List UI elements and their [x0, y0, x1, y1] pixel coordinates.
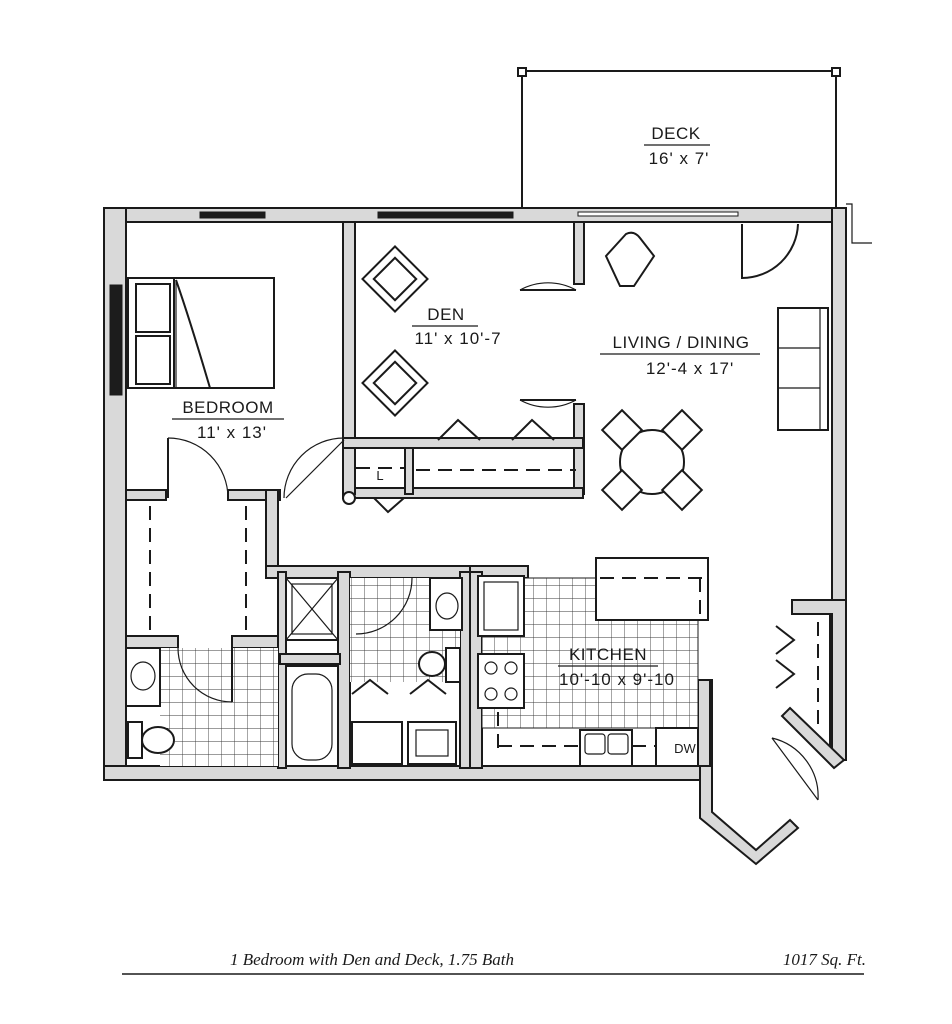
shower [285, 577, 339, 641]
room-labels: DECK 16' x 7' DEN 11' x 10'-7 LIVING / D… [172, 124, 760, 689]
bedroom-name: BEDROOM [182, 398, 273, 417]
toilet [127, 721, 175, 759]
stove [477, 653, 525, 709]
kitchen-area: DW [477, 557, 709, 767]
living-dining-area [600, 223, 829, 512]
bedroom-dimensions: 11' x 13' [197, 423, 267, 442]
den-dimensions: 11' x 10'-7 [414, 329, 501, 348]
bathtub [285, 665, 339, 767]
kitchen-dimensions: 10'-10 x 9'-10 [559, 670, 675, 689]
exterior-walls [103, 207, 847, 866]
living-dining-name: LIVING / DINING [613, 333, 750, 352]
bath-sink [125, 647, 161, 707]
bed [127, 277, 275, 389]
armchair [604, 231, 656, 287]
plan-caption: 1 Bedroom with Den and Deck, 1.75 Bath 1… [122, 950, 866, 975]
bath-sink [429, 577, 463, 631]
kitchen-sink [579, 729, 633, 767]
linen-closet-label: L [376, 468, 383, 483]
bedroom-area [127, 277, 345, 636]
den-area: L [342, 245, 577, 514]
toilet [418, 647, 461, 683]
den-name: DEN [427, 305, 464, 324]
sofa [777, 307, 829, 431]
living-dining-dimensions: 12'-4 x 17' [646, 359, 734, 378]
bathrooms [125, 577, 463, 767]
plan-description: 1 Bedroom with Den and Deck, 1.75 Bath [230, 950, 514, 969]
entry-area [771, 622, 819, 801]
dishwasher-label: DW [674, 741, 696, 756]
den-chair [361, 349, 429, 417]
dining-table [600, 408, 704, 512]
kitchen-island [595, 557, 709, 621]
deck-dimensions: 16' x 7' [649, 149, 710, 168]
deck-name: DECK [651, 124, 700, 143]
kitchen-name: KITCHEN [569, 645, 647, 664]
plan-square-footage: 1017 Sq. Ft. [783, 950, 866, 969]
den-chair [361, 245, 429, 313]
